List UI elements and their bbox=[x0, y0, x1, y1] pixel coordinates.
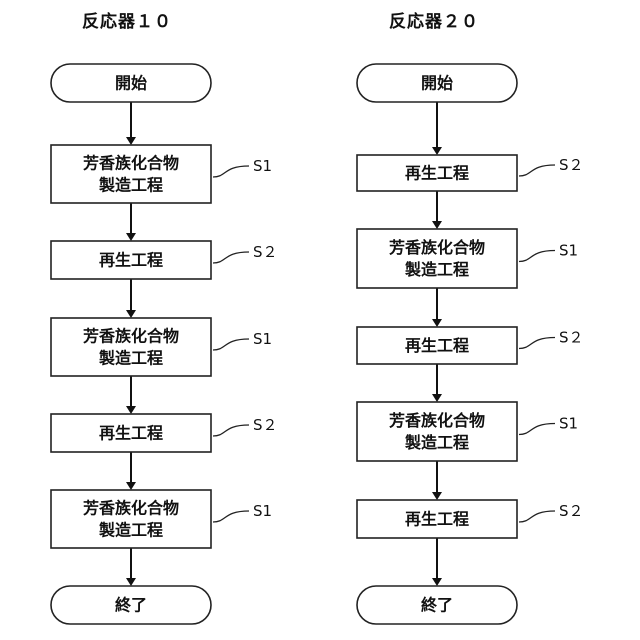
node-text: 開始 bbox=[115, 74, 147, 93]
step-label: S２ bbox=[559, 502, 584, 520]
leader-line bbox=[213, 339, 249, 350]
terminal-node: 開始 bbox=[357, 64, 517, 102]
arrowhead bbox=[432, 578, 442, 586]
diagram-title: 反応器１０ bbox=[82, 11, 172, 32]
step-label: S２ bbox=[559, 156, 584, 174]
arrowhead bbox=[126, 482, 136, 490]
node-text: 芳香族化合物 bbox=[389, 238, 485, 257]
process-node: 芳香族化合物製造工程 S1 bbox=[51, 145, 272, 203]
arrowhead bbox=[126, 406, 136, 414]
node-text: 再生工程 bbox=[99, 424, 163, 443]
step-label: S1 bbox=[559, 415, 578, 433]
node-text: 芳香族化合物 bbox=[83, 327, 179, 346]
arrowhead bbox=[126, 137, 136, 145]
process-node: 芳香族化合物製造工程 S1 bbox=[51, 490, 272, 548]
node-text: 芳香族化合物 bbox=[83, 499, 179, 518]
terminal-node: 終了 bbox=[357, 586, 517, 624]
process-node: 再生工程 S２ bbox=[357, 500, 584, 538]
process-node: 再生工程 S２ bbox=[51, 414, 278, 452]
step-label: S２ bbox=[253, 416, 278, 434]
arrowhead bbox=[432, 147, 442, 155]
process-node: 再生工程 S２ bbox=[51, 241, 278, 279]
leader-line bbox=[213, 425, 249, 436]
node-text: 製造工程 bbox=[98, 521, 163, 540]
node-text: 再生工程 bbox=[405, 510, 469, 529]
node-text: 芳香族化合物 bbox=[83, 154, 179, 173]
step-label: S1 bbox=[253, 502, 272, 520]
arrowhead bbox=[432, 492, 442, 500]
leader-line bbox=[213, 166, 249, 177]
leader-line bbox=[519, 251, 555, 262]
node-text: 製造工程 bbox=[98, 349, 163, 368]
arrowhead bbox=[126, 233, 136, 241]
leader-line bbox=[213, 252, 249, 263]
node-text: 芳香族化合物 bbox=[389, 411, 485, 430]
step-label: S1 bbox=[253, 330, 272, 348]
node-text: 再生工程 bbox=[99, 251, 163, 270]
arrowhead bbox=[126, 578, 136, 586]
leader-line bbox=[213, 511, 249, 522]
node-text: 製造工程 bbox=[98, 176, 163, 195]
step-label: S1 bbox=[253, 157, 272, 175]
arrowhead bbox=[432, 221, 442, 229]
leader-line bbox=[519, 424, 555, 435]
process-node: 再生工程 S２ bbox=[357, 327, 584, 364]
leader-line bbox=[519, 511, 555, 522]
arrowhead bbox=[432, 394, 442, 402]
arrowhead bbox=[432, 319, 442, 327]
flowchart-2: 反応器２０ 開始再生工程 S２ 芳香族化合物製造工程 S1 再生工程 S２ 芳香族化合物製造工… bbox=[357, 11, 584, 624]
flowchart-1: 反応器１０ 開始芳香族化合物製造工程 S1 再生工程 S２ 芳香族化合物製造工程 S1 再生工… bbox=[51, 11, 278, 624]
node-text: 製造工程 bbox=[404, 433, 469, 452]
step-label: S1 bbox=[559, 242, 578, 260]
node-text: 製造工程 bbox=[404, 260, 469, 279]
step-label: S２ bbox=[253, 243, 278, 261]
process-node: 再生工程 S２ bbox=[357, 155, 584, 191]
leader-line bbox=[519, 338, 555, 349]
arrowhead bbox=[126, 310, 136, 318]
node-text: 再生工程 bbox=[405, 336, 469, 355]
diagram-title: 反応器２０ bbox=[389, 11, 479, 32]
node-text: 再生工程 bbox=[405, 164, 469, 183]
leader-line bbox=[519, 165, 555, 176]
node-text: 終了 bbox=[115, 596, 147, 615]
process-node: 芳香族化合物製造工程 S1 bbox=[357, 229, 578, 288]
step-label: S２ bbox=[559, 329, 584, 347]
process-node: 芳香族化合物製造工程 S1 bbox=[357, 402, 578, 461]
node-text: 開始 bbox=[421, 74, 453, 93]
process-node: 芳香族化合物製造工程 S1 bbox=[51, 318, 272, 376]
terminal-node: 開始 bbox=[51, 64, 211, 102]
terminal-node: 終了 bbox=[51, 586, 211, 624]
node-text: 終了 bbox=[421, 596, 453, 615]
